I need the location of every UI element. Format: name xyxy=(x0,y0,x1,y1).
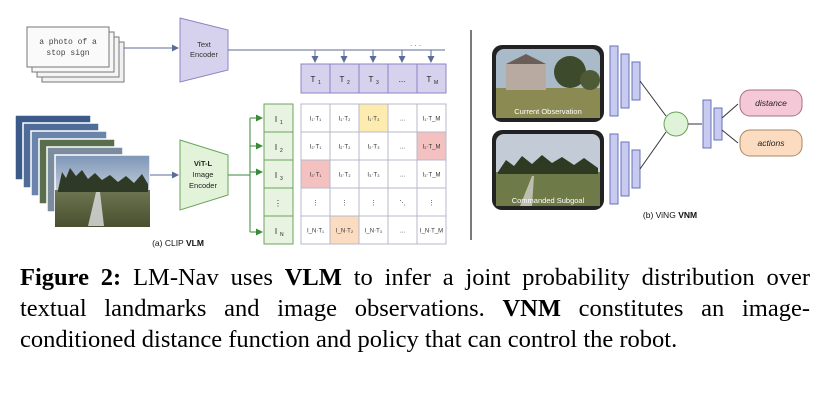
svg-text:3: 3 xyxy=(376,80,379,86)
clip-panel-label: (a) CLIP VLM xyxy=(152,238,204,248)
distance-output: distance xyxy=(739,89,803,117)
matrix-cell xyxy=(416,103,447,133)
matrix-cell xyxy=(329,103,360,133)
matrix-cell-label: I₃·T₃ xyxy=(367,173,380,179)
matrix-cell-label: ⋮ xyxy=(429,201,435,207)
ving-panel: Current Observation Commanded Subgoal xyxy=(492,45,803,220)
actions-output: actions xyxy=(739,129,803,157)
image-token: I xyxy=(275,143,277,152)
text-card-stack: a photo of a stop sign xyxy=(26,26,125,83)
matrix-cell-label: I₃·T₁ xyxy=(310,173,322,179)
svg-text:1: 1 xyxy=(318,80,321,86)
svg-text:Encoder: Encoder xyxy=(189,181,217,190)
image-token: ⋮ xyxy=(274,199,282,208)
fusion-node xyxy=(663,111,689,137)
matrix-cell xyxy=(416,215,447,245)
svg-text:distance: distance xyxy=(755,98,787,108)
svg-text:3: 3 xyxy=(280,176,283,182)
matrix-cell-label: ⋱ xyxy=(400,201,406,207)
matrix-cell-label: ⋮ xyxy=(371,201,377,207)
svg-text:N: N xyxy=(280,232,284,238)
text-token: T xyxy=(311,75,316,84)
svg-text:. . .: . . . xyxy=(410,39,421,48)
svg-text:actions: actions xyxy=(758,138,786,148)
matrix-cell-label: I₁·T₃ xyxy=(368,117,380,123)
matrix-cell-label: ... xyxy=(400,117,405,123)
matrix-cell xyxy=(387,215,418,245)
subgoal-encoder-layers xyxy=(609,133,641,205)
matrix-cell xyxy=(358,215,389,245)
svg-text:ViT-L: ViT-L xyxy=(194,159,213,168)
current-observation-label: Current Observation xyxy=(514,107,582,116)
matrix-cell-label: I₂·T_M xyxy=(423,145,441,151)
text-token: T xyxy=(369,75,374,84)
matrix-cell-label: I₂·T₂ xyxy=(339,145,352,151)
current-observation-image: Current Observation xyxy=(492,45,604,122)
matrix-cell-label: I₁·T_M xyxy=(423,117,441,123)
text-token: ... xyxy=(399,75,406,84)
text-card-line-1: a photo of a xyxy=(39,38,97,47)
figure-caption: Figure 2: LM-Nav uses VLM to infer a joi… xyxy=(20,264,810,353)
svg-text:Text: Text xyxy=(197,40,212,49)
image-token: I xyxy=(275,171,277,180)
matrix-cell-label: I_N·T₁ xyxy=(307,229,324,235)
observation-encoder-layers xyxy=(609,45,641,117)
street-photo xyxy=(54,154,151,228)
matrix-cell xyxy=(300,103,331,133)
svg-text:Image: Image xyxy=(193,170,214,179)
matrix-cell-label: ... xyxy=(400,145,405,151)
image-stack xyxy=(14,114,151,228)
token-arrows: . . . xyxy=(311,39,435,63)
matrix-cell-label: I₃·T_M xyxy=(422,173,440,179)
text-token-row: T 1 T 2 T 3 ... T M xyxy=(300,63,447,94)
figure-2: a photo of a stop sign Text Encoder . . … xyxy=(14,17,803,248)
matrix-cell xyxy=(329,215,360,245)
image-token: I xyxy=(275,115,277,124)
matrix-cell xyxy=(416,131,447,161)
matrix-cell xyxy=(300,215,331,245)
figure-label: Figure 2: xyxy=(20,264,122,291)
svg-text:2: 2 xyxy=(347,80,350,86)
matrix-cell-label: I_N·T₂ xyxy=(336,229,354,235)
commanded-subgoal-image: Commanded Subgoal xyxy=(492,130,604,210)
clip-panel: a photo of a stop sign Text Encoder . . … xyxy=(14,17,447,248)
matrix-cell-label: I_N·T_M xyxy=(420,229,443,235)
matrix-cell xyxy=(358,103,389,133)
matrix-cell-label: I₂·T₁ xyxy=(310,145,322,151)
text-token: T xyxy=(340,75,345,84)
svg-text:1: 1 xyxy=(280,120,283,126)
matrix-cell-label: ... xyxy=(400,173,405,179)
text-token: T xyxy=(427,75,432,84)
svg-text:2: 2 xyxy=(280,148,283,154)
image-token-column: I 1 I 2 I 3 ⋮ I N xyxy=(263,103,294,245)
image-token-arrows xyxy=(228,114,263,236)
matrix-cell-label: ... xyxy=(400,229,405,235)
commanded-subgoal-label: Commanded Subgoal xyxy=(512,196,585,205)
matrix-cell-label: I₂·T₃ xyxy=(367,145,380,151)
image-encoder: ViT-L Image Encoder xyxy=(179,139,229,211)
matrix-cell-label: ⋮ xyxy=(313,201,319,207)
matrix-cell xyxy=(387,131,418,161)
text-card-line-2: stop sign xyxy=(46,49,89,58)
similarity-matrix: I₁·T₁ I₁·T₂ I₁·T₃... I₁·T_M I₂·T₁ I₂·T₂ I₂·T₃.… xyxy=(300,103,447,245)
text-encoder: Text Encoder xyxy=(179,17,229,83)
matrix-cell-label: I₃·T₂ xyxy=(338,173,351,179)
svg-text:M: M xyxy=(434,80,438,86)
matrix-cell xyxy=(329,131,360,161)
matrix-cell xyxy=(358,159,389,189)
matrix-cell xyxy=(416,159,447,189)
matrix-cell-label: I₁·T₁ xyxy=(310,117,321,123)
head-layers xyxy=(702,99,723,149)
svg-text:Encoder: Encoder xyxy=(190,50,218,59)
matrix-cell xyxy=(358,131,389,161)
image-token: I xyxy=(275,227,277,236)
ving-panel-label: (b) ViNG VNM xyxy=(643,210,697,220)
matrix-cell-label: ⋮ xyxy=(342,201,348,207)
matrix-cell-label: I₁·T₂ xyxy=(339,117,351,123)
matrix-cell-label: I_N·T₃ xyxy=(365,229,383,235)
